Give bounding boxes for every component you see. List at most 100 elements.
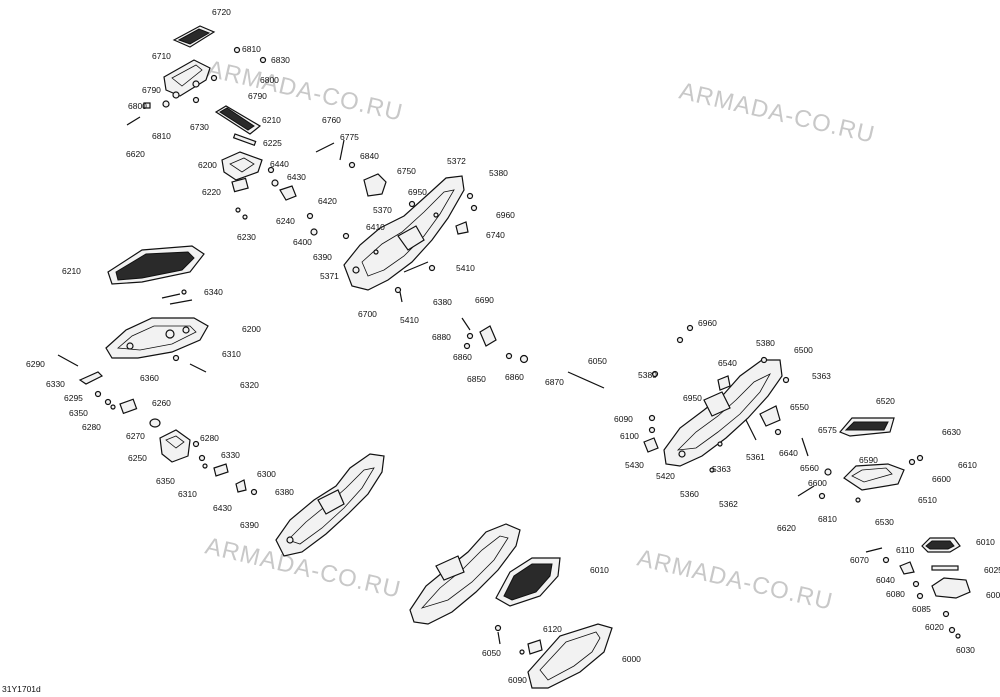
callout-label: 6380 — [275, 487, 294, 497]
callout-label: 6880 — [432, 332, 451, 342]
callout-label: 6050 — [588, 356, 607, 366]
callout-label: 6600 — [808, 478, 827, 488]
bolts-middle-top — [306, 139, 356, 240]
callout-label: 6330 — [221, 450, 240, 460]
callout-label: 6260 — [152, 398, 171, 408]
callout-label: 6760 — [322, 115, 341, 125]
footrest-bracket-6500 — [663, 356, 783, 467]
callout-label: 6630 — [942, 427, 961, 437]
callout-label: 6220 — [202, 187, 221, 197]
callout-label: 5370 — [373, 205, 392, 215]
callout-label: 6800 — [128, 101, 147, 111]
callout-label: 6620 — [777, 523, 796, 533]
callout-label: 6540 — [718, 358, 737, 368]
parts-near-6700 — [394, 192, 478, 303]
callout-label: 6590 — [859, 455, 878, 465]
callout-label: 6575 — [818, 425, 837, 435]
footrest-bracket-lower-left — [275, 453, 385, 557]
footrest-bracket-bottom — [409, 523, 521, 625]
callout-label: 6320 — [240, 380, 259, 390]
screws-6340 — [161, 289, 193, 305]
callout-label: 6030 — [956, 645, 975, 655]
callout-label: 6710 — [152, 51, 171, 61]
callout-label: 5372 — [447, 156, 466, 166]
callout-label: 6510 — [918, 495, 937, 505]
callout-label: 6000 — [622, 654, 641, 664]
callout-label: 6200 — [242, 324, 261, 334]
callout-label: 5410 — [400, 315, 419, 325]
part-6750 — [363, 173, 387, 197]
callout-label: 6840 — [360, 151, 379, 161]
part-drawings — [57, 25, 971, 689]
watermark-text: ARMADA-CO.RU — [635, 545, 836, 616]
callout-label: 6520 — [876, 396, 895, 406]
parts-near-6500 — [643, 324, 809, 473]
callout-label: 6410 — [366, 222, 385, 232]
callout-label: 6600 — [932, 474, 951, 484]
pad-6010-bottom — [495, 557, 561, 607]
callout-label: 6620 — [126, 149, 145, 159]
callout-label: 6960 — [698, 318, 717, 328]
callout-label: 5420 — [656, 471, 675, 481]
bolts-left-middle — [57, 354, 207, 410]
callout-label: 6050 — [482, 648, 501, 658]
callout-label: 6860 — [453, 352, 472, 362]
callout-label: 6400 — [293, 237, 312, 247]
callout-label: 6300 — [257, 469, 276, 479]
callout-label: 6610 — [958, 460, 977, 470]
callout-label: 6270 — [126, 431, 145, 441]
callout-label: 6085 — [912, 604, 931, 614]
callout-label: 6860 — [505, 372, 524, 382]
callout-label: 6360 — [140, 373, 159, 383]
callout-label: 6120 — [543, 624, 562, 634]
callout-labels: 6720671068106830680067906790680068106730… — [26, 7, 1000, 685]
callout-label: 6440 — [270, 159, 289, 169]
callout-label: 6560 — [800, 463, 819, 473]
callout-label: 5363 — [812, 371, 831, 381]
callout-label: 5363 — [712, 464, 731, 474]
callout-label: 6810 — [152, 131, 171, 141]
callout-label: 5360 — [680, 489, 699, 499]
callout-label: 6010 — [590, 565, 609, 575]
fasteners-top-left — [126, 46, 267, 126]
callout-label: 5362 — [719, 499, 738, 509]
callout-label: 5380 — [489, 168, 508, 178]
callout-label: 6310 — [222, 349, 241, 359]
bracket-6200-upper — [221, 151, 297, 220]
plate-6000-bottom — [494, 623, 613, 689]
callout-label: 6200 — [198, 160, 217, 170]
callout-label: 6340 — [204, 287, 223, 297]
callout-label: 6690 — [475, 295, 494, 305]
callout-label: 5380 — [756, 338, 775, 348]
callout-label: 6295 — [64, 393, 83, 403]
callout-label: 6230 — [237, 232, 256, 242]
callout-label: 6500 — [794, 345, 813, 355]
pad-6720 — [172, 25, 216, 48]
parts-6000-right — [865, 547, 971, 639]
callout-label: 6960 — [496, 210, 515, 220]
callout-label: 6080 — [886, 589, 905, 599]
pad-6520 — [838, 417, 895, 437]
pad-6010-right — [921, 537, 961, 553]
bracket-6710 — [163, 59, 211, 99]
callout-label: 6110 — [896, 545, 915, 555]
callout-label: 6070 — [850, 555, 869, 565]
callout-label: 6950 — [683, 393, 702, 403]
callout-label: 6430 — [213, 503, 232, 513]
callout-label: 6740 — [486, 230, 505, 240]
watermark-text: ARMADA-CO.RU — [677, 78, 878, 149]
callout-label: 6790 — [248, 91, 267, 101]
callout-label: 6000 — [986, 590, 1000, 600]
callout-label: 6380 — [433, 297, 452, 307]
footrest-bracket-6700 — [343, 175, 465, 291]
pad-6210-left — [107, 245, 205, 285]
callout-label: 6210 — [262, 115, 281, 125]
callout-label: 6020 — [925, 622, 944, 632]
callout-label: 6280 — [82, 422, 101, 432]
callout-label: 6730 — [190, 122, 209, 132]
callout-label: 6700 — [358, 309, 377, 319]
callout-label: 6420 — [318, 196, 337, 206]
bracket-6200-left — [105, 317, 209, 359]
